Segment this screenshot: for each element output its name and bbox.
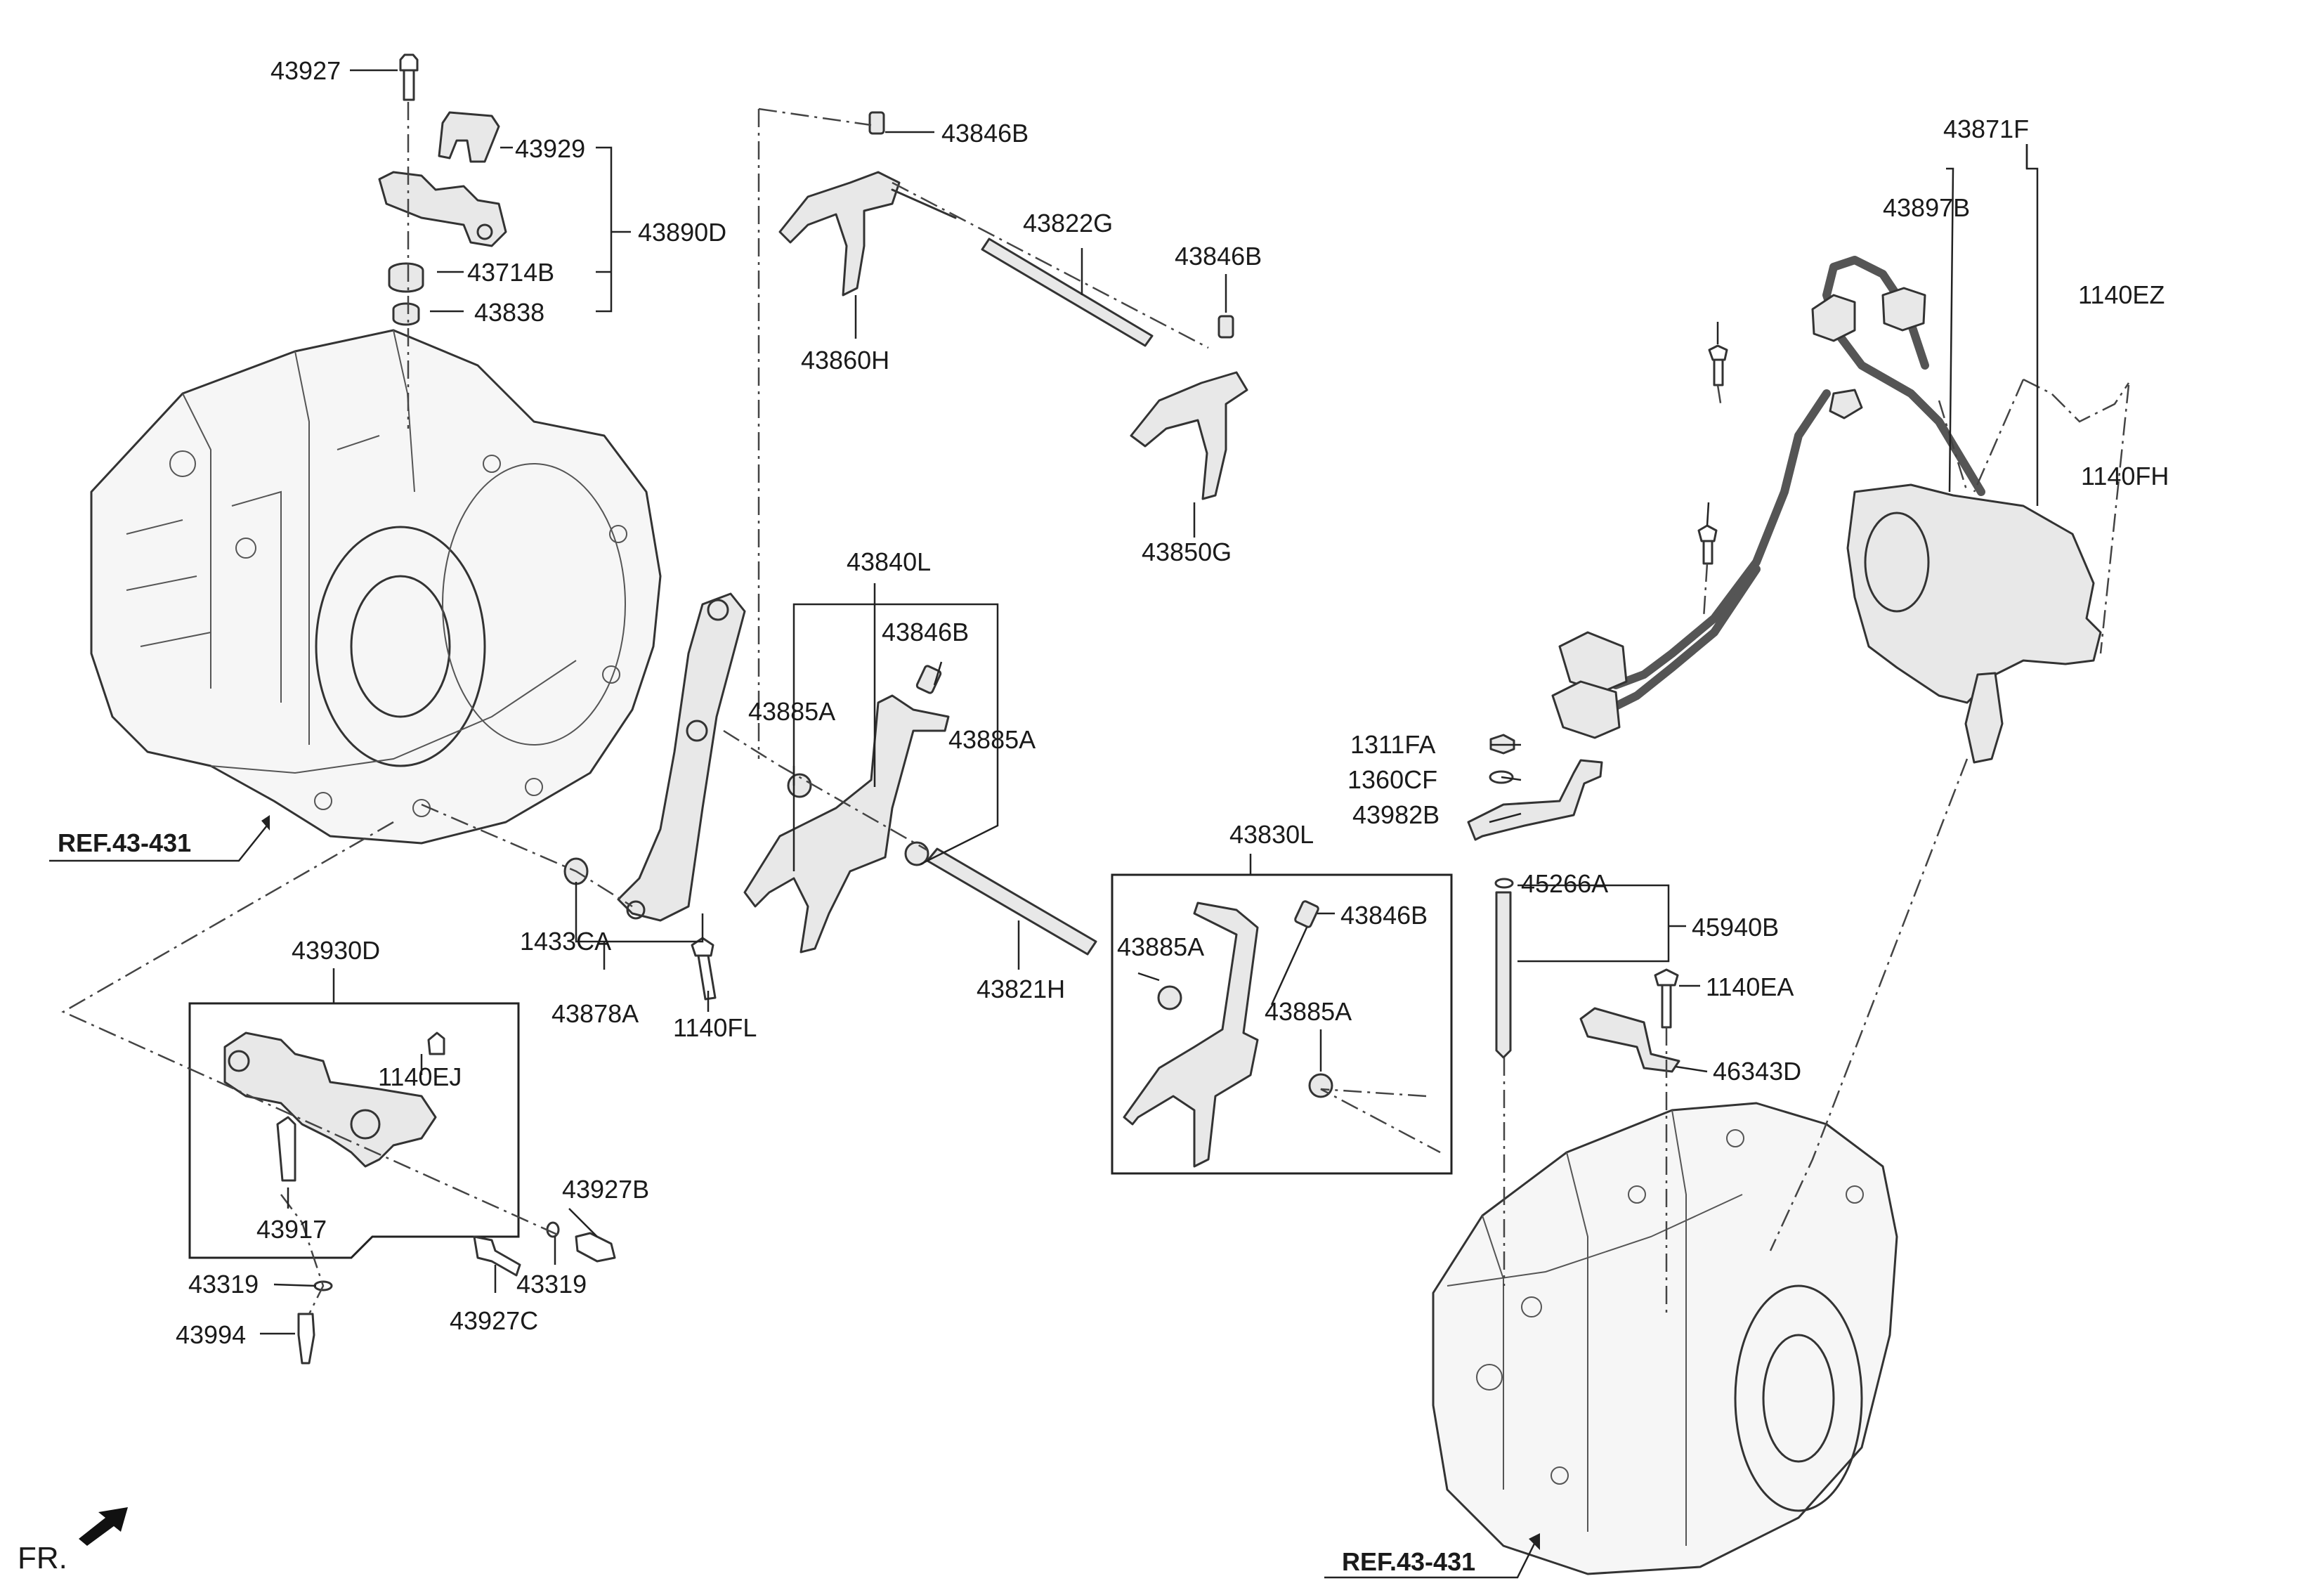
- leader-lines: [260, 69, 2039, 1335]
- label-43850G: 43850G: [1142, 538, 1232, 566]
- ref-label-left[interactable]: REF.43-431: [58, 828, 191, 857]
- label-43994: 43994: [176, 1320, 246, 1349]
- shift-lever-43878A: [563, 592, 746, 922]
- part-number-labels: 43927 43929 43890D 43714B 43838 43846B 4…: [18, 56, 2169, 1576]
- label-43846B-top: 43846B: [941, 119, 1029, 148]
- assembly-guide-lines: [61, 108, 2130, 1315]
- front-label: FR.: [18, 1541, 67, 1575]
- label-43917: 43917: [256, 1215, 327, 1244]
- shift-shaft-43822G: [981, 237, 1154, 347]
- label-1433CA: 1433CA: [520, 927, 611, 956]
- label-43930D: 43930D: [292, 936, 380, 965]
- left-transmission-case: [90, 329, 662, 845]
- label-45266A: 45266A: [1521, 869, 1608, 898]
- label-43885A-box1: 43885A: [1117, 932, 1204, 961]
- label-43860H: 43860H: [801, 346, 889, 375]
- label-43821H: 43821H: [977, 975, 1065, 1003]
- label-43840L: 43840L: [847, 547, 931, 576]
- label-43878A: 43878A: [551, 999, 639, 1028]
- label-1140EA: 1140EA: [1706, 972, 1794, 1001]
- label-43885A-right: 43885A: [948, 725, 1036, 754]
- label-43871F: 43871F: [1943, 115, 2029, 143]
- label-1140FL: 1140FL: [673, 1013, 757, 1042]
- bolts-and-washers: [297, 344, 1728, 1365]
- label-1311FA: 1311FA: [1350, 730, 1435, 759]
- front-direction-arrow: [79, 1507, 128, 1546]
- label-43929: 43929: [515, 134, 585, 163]
- right-transmission-case: [1432, 1102, 1898, 1575]
- actuator-assembly-43871F: [1551, 256, 2102, 764]
- label-1360CF: 1360CF: [1347, 765, 1437, 794]
- label-43822G: 43822G: [1023, 209, 1113, 237]
- label-43846B-fork: 43846B: [882, 618, 969, 646]
- shift-shaft-43821H: [926, 847, 1097, 956]
- label-43927: 43927: [270, 56, 341, 85]
- label-1140EJ: 1140EJ: [378, 1062, 462, 1091]
- shift-fork-43830L-box: [1111, 873, 1453, 1175]
- shift-control-43930D-box: [188, 1002, 520, 1259]
- label-43982B: 43982B: [1352, 800, 1440, 829]
- label-43714B: 43714B: [467, 258, 554, 287]
- shift-fork-43860H: [778, 111, 957, 297]
- label-43846B-box: 43846B: [1340, 901, 1428, 930]
- label-43319-left: 43319: [188, 1270, 259, 1299]
- label-43846B-mid: 43846B: [1175, 242, 1262, 271]
- ref-arrows: [49, 815, 1540, 1579]
- label-43927B: 43927B: [562, 1175, 649, 1204]
- shift-fork-43850G: [1130, 315, 1248, 500]
- label-43838: 43838: [474, 298, 544, 327]
- label-43885A-box2: 43885A: [1265, 997, 1352, 1026]
- label-46343D: 46343D: [1713, 1057, 1801, 1086]
- label-43897B: 43897B: [1883, 193, 1970, 222]
- label-43890D: 43890D: [638, 218, 726, 247]
- label-43927C: 43927C: [450, 1306, 538, 1335]
- label-43885A-left: 43885A: [748, 697, 835, 726]
- label-43319-right: 43319: [516, 1270, 587, 1299]
- label-1140FH: 1140FH: [2081, 462, 2169, 490]
- label-43830L: 43830L: [1229, 820, 1314, 849]
- ref-label-right[interactable]: REF.43-431: [1342, 1547, 1475, 1576]
- label-1140EZ: 1140EZ: [2078, 280, 2165, 309]
- bracket-assembly-43890D: [378, 53, 507, 429]
- label-45940B: 45940B: [1692, 913, 1779, 942]
